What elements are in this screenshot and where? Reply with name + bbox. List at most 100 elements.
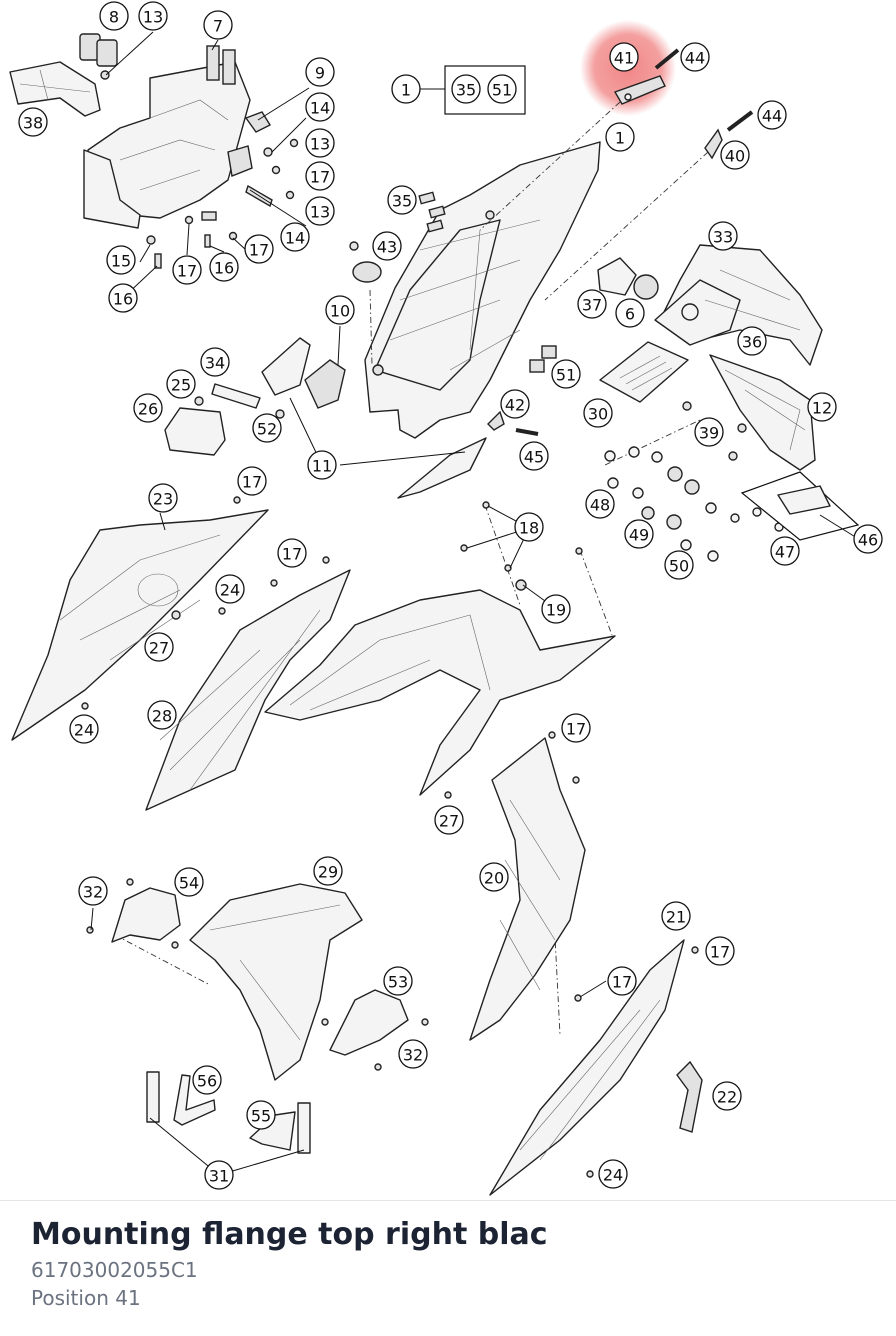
callout-c14a[interactable]: 14	[305, 92, 335, 122]
callout-label: 46	[858, 531, 878, 550]
callout-c22[interactable]: 22	[712, 1081, 742, 1111]
callout-c32b[interactable]: 32	[398, 1039, 428, 1069]
callout-c23[interactable]: 23	[148, 483, 178, 513]
callout-c7[interactable]: 7	[203, 10, 233, 40]
callout-c48[interactable]: 48	[585, 489, 615, 519]
callout-c38[interactable]: 38	[18, 107, 48, 137]
callout-label: 1	[615, 129, 625, 148]
callout-c55[interactable]: 55	[246, 1100, 276, 1130]
callout-c37[interactable]: 37	[577, 289, 607, 319]
callout-c1b[interactable]: 1	[605, 122, 635, 152]
callout-c16b[interactable]: 16	[108, 283, 138, 313]
callout-label: 38	[23, 114, 43, 133]
callout-c11[interactable]: 11	[307, 450, 337, 480]
callout-c56[interactable]: 56	[192, 1065, 222, 1095]
callout-c24c[interactable]: 24	[598, 1159, 628, 1189]
callout-c15[interactable]: 15	[106, 245, 136, 275]
callout-c24a[interactable]: 24	[215, 574, 245, 604]
callout-label: 45	[524, 448, 544, 467]
callout-c18[interactable]: 18	[514, 512, 544, 542]
callout-c44a[interactable]: 44	[680, 42, 710, 72]
callout-c27a[interactable]: 27	[144, 632, 174, 662]
callout-c47[interactable]: 47	[770, 536, 800, 566]
callout-label: 17	[566, 720, 586, 739]
callout-c8[interactable]: 8	[99, 1, 129, 31]
part-drawing-35	[418, 191, 446, 233]
part-drawing-26	[164, 407, 226, 456]
part-drawing-53	[329, 989, 409, 1056]
callout-c42[interactable]: 42	[500, 389, 530, 419]
part-number: 61703002055C1	[31, 1258, 198, 1282]
callout-c17g[interactable]: 17	[705, 936, 735, 966]
callout-c53[interactable]: 53	[383, 966, 413, 996]
callout-c9[interactable]: 9	[305, 57, 335, 87]
callout-label: 50	[669, 557, 689, 576]
callout-circle	[325, 295, 355, 325]
callout-c29[interactable]: 29	[313, 856, 343, 886]
callout-c13c[interactable]: 13	[305, 196, 335, 226]
callout-label: 37	[582, 296, 602, 315]
callout-circle	[383, 966, 413, 996]
part-drawing-52	[275, 409, 285, 419]
part-drawing-washers	[604, 401, 784, 562]
callout-c6[interactable]: 6	[615, 298, 645, 328]
callout-c35[interactable]: 35	[387, 185, 417, 215]
group-box-callout-51[interactable]: 51	[487, 74, 517, 104]
callout-c16a[interactable]: 16	[209, 252, 239, 282]
group-box-callout-35[interactable]: 35	[451, 74, 481, 104]
callout-c19[interactable]: 19	[541, 594, 571, 624]
callout-c17c[interactable]: 17	[244, 234, 274, 264]
callout-circle	[479, 862, 509, 892]
callout-c25[interactable]: 25	[166, 369, 196, 399]
callout-c50[interactable]: 50	[664, 550, 694, 580]
callout-c17d[interactable]: 17	[237, 466, 267, 496]
callout-c54[interactable]: 54	[174, 867, 204, 897]
callout-circle	[624, 519, 654, 549]
part-drawing-54	[111, 887, 181, 943]
callout-circle	[108, 283, 138, 313]
callout-circle	[204, 1160, 234, 1190]
callout-c21[interactable]: 21	[661, 901, 691, 931]
callout-label: 13	[143, 8, 163, 27]
callout-c30[interactable]: 30	[583, 398, 613, 428]
callout-c40[interactable]: 40	[720, 140, 750, 170]
callout-circle	[561, 713, 591, 743]
callout-c34[interactable]: 34	[200, 347, 230, 377]
callout-c12[interactable]: 12	[807, 392, 837, 422]
callout-c24b[interactable]: 24	[69, 714, 99, 744]
callout-c28[interactable]: 28	[147, 700, 177, 730]
callout-c26[interactable]: 26	[133, 393, 163, 423]
callout-c32a[interactable]: 32	[78, 876, 108, 906]
callout-c33[interactable]: 33	[708, 221, 738, 251]
callout-c1a[interactable]: 1	[391, 74, 421, 104]
callout-c17e[interactable]: 17	[277, 538, 307, 568]
callout-c17b[interactable]: 17	[172, 255, 202, 285]
callout-c10[interactable]: 10	[325, 295, 355, 325]
callout-c13b[interactable]: 13	[305, 128, 335, 158]
callout-label: 13	[310, 135, 330, 154]
callout-c20[interactable]: 20	[479, 862, 509, 892]
callout-c46[interactable]: 46	[853, 524, 883, 554]
callout-c13a[interactable]: 13	[138, 1, 168, 31]
callout-circle	[398, 1039, 428, 1069]
callout-c31[interactable]: 31	[204, 1160, 234, 1190]
callout-circle	[598, 1159, 628, 1189]
callout-c43[interactable]: 43	[372, 231, 402, 261]
callout-c44b[interactable]: 44	[757, 100, 787, 130]
callout-label: 39	[699, 424, 719, 443]
callout-c45[interactable]: 45	[519, 441, 549, 471]
callout-c14b[interactable]: 14	[280, 222, 310, 252]
callout-c17a[interactable]: 17	[305, 161, 335, 191]
callout-c17f[interactable]: 17	[561, 713, 591, 743]
callout-c27b[interactable]: 27	[434, 805, 464, 835]
callout-c51[interactable]: 51	[551, 359, 581, 389]
callout-c17h[interactable]: 17	[607, 966, 637, 996]
callout-c41[interactable]: 41	[609, 42, 639, 72]
exploded-parts-diagram: 8137389141317131417161715161414444140354…	[9, 1, 883, 1196]
callout-c49[interactable]: 49	[624, 519, 654, 549]
part-drawing-11a	[261, 337, 311, 396]
callout-c39[interactable]: 39	[694, 417, 724, 447]
callout-c36[interactable]: 36	[737, 326, 767, 356]
callout-circle	[487, 74, 517, 104]
callout-c52[interactable]: 52	[252, 413, 282, 443]
